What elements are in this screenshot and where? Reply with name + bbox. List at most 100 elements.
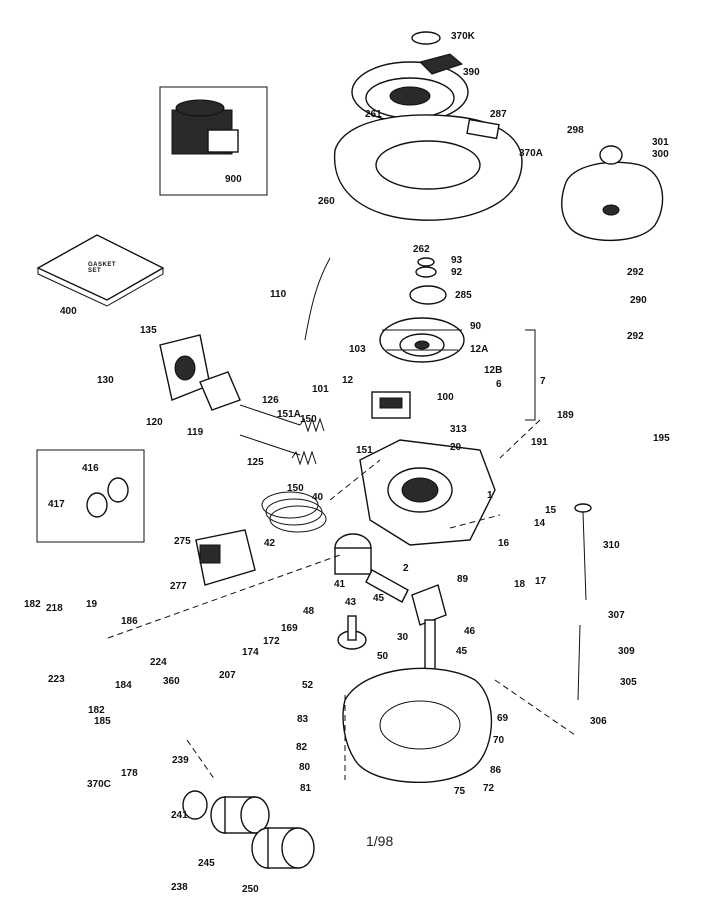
part-number-label: 360 bbox=[163, 676, 180, 687]
choke-link-part bbox=[304, 257, 331, 341]
part-number-label: 92 bbox=[451, 267, 463, 278]
air-filter-element-part bbox=[210, 796, 270, 834]
breather-parts bbox=[86, 477, 129, 518]
bracket-7 bbox=[525, 329, 536, 421]
part-number-label: 90 bbox=[470, 321, 482, 332]
part-number-label: 172 bbox=[263, 636, 280, 647]
part-number-label: 48 bbox=[303, 606, 315, 617]
engine-assembly-thumbnail bbox=[171, 99, 239, 155]
part-number-label: 12A bbox=[470, 344, 489, 355]
part-number-label: 189 bbox=[557, 410, 574, 421]
part-number-label: 46 bbox=[464, 626, 476, 637]
part-number-label: 285 bbox=[455, 290, 472, 301]
part-number-label: 185 bbox=[94, 716, 111, 727]
part-number-label: 30 bbox=[397, 632, 409, 643]
valve-spring-part bbox=[291, 417, 325, 466]
part-number-label: 307 bbox=[608, 610, 625, 621]
part-number-label: 400 bbox=[60, 306, 77, 317]
part-number-label: 15 bbox=[545, 505, 557, 516]
part-number-label: 19 bbox=[86, 599, 98, 610]
part-number-label: 292 bbox=[627, 331, 644, 342]
part-number-label: 12 bbox=[342, 375, 354, 386]
part-number-label: 218 bbox=[46, 603, 63, 614]
part-number-label: 12B bbox=[484, 365, 503, 376]
part-number-label: 287 bbox=[490, 109, 507, 120]
air-filter-cover-part bbox=[182, 790, 208, 820]
part-number-label: 2 bbox=[403, 563, 409, 574]
carburetor-part bbox=[159, 334, 211, 401]
part-number-label: 83 bbox=[297, 714, 309, 725]
part-number-label: 298 bbox=[567, 125, 584, 136]
part-number-label: 310 bbox=[603, 540, 620, 551]
part-number-label: 89 bbox=[457, 574, 469, 585]
part-number-label: 300 bbox=[652, 149, 669, 160]
part-number-label: 135 bbox=[140, 325, 157, 336]
part-number-label: 151A bbox=[277, 409, 301, 420]
flywheel-nut-part bbox=[417, 257, 435, 267]
part-number-label: 262 bbox=[413, 244, 430, 255]
part-number-label: 120 bbox=[146, 417, 163, 428]
part-number-label: 103 bbox=[349, 344, 366, 355]
ignition-coil-part bbox=[371, 391, 411, 419]
part-number-label: 150 bbox=[300, 414, 317, 425]
part-number-label: 45 bbox=[456, 646, 468, 657]
part-number-label: 301 bbox=[652, 137, 669, 148]
part-number-label: 275 bbox=[174, 536, 191, 547]
part-number-label: 207 bbox=[219, 670, 236, 681]
part-number-label: 126 bbox=[262, 395, 279, 406]
part-number-label: 306 bbox=[590, 716, 607, 727]
part-number-label: 277 bbox=[170, 581, 187, 592]
assembly-line bbox=[499, 419, 541, 459]
part-number-label: 309 bbox=[618, 646, 635, 657]
part-number-label: 260 bbox=[318, 196, 335, 207]
part-number-label: 150 bbox=[287, 483, 304, 494]
part-number-label: 18 bbox=[514, 579, 526, 590]
part-number-label: 900 bbox=[225, 174, 242, 185]
part-number-label: 16 bbox=[498, 538, 510, 549]
part-number-label: 20 bbox=[450, 442, 462, 453]
part-number-label: 130 bbox=[97, 375, 114, 386]
part-number-label: 416 bbox=[82, 463, 99, 474]
part-number-label: 101 bbox=[312, 384, 329, 395]
muffler-part bbox=[195, 529, 256, 586]
part-number-label: 182 bbox=[88, 705, 105, 716]
assembly-line bbox=[449, 514, 501, 529]
part-number-label: 223 bbox=[48, 674, 65, 685]
dipstick-part bbox=[574, 503, 592, 601]
part-number-label: 178 bbox=[121, 768, 138, 779]
part-number-label: 43 bbox=[345, 597, 357, 608]
part-number-label: 100 bbox=[437, 392, 454, 403]
part-number-label: 191 bbox=[531, 437, 548, 448]
part-number-label: 82 bbox=[296, 742, 308, 753]
part-number-label: 86 bbox=[490, 765, 502, 776]
part-number-label: 370A bbox=[519, 148, 543, 159]
connecting-rod-part bbox=[365, 569, 409, 603]
part-number-label: 93 bbox=[451, 255, 463, 266]
part-number-label: 182 bbox=[24, 599, 41, 610]
part-number-label: 45 bbox=[373, 593, 385, 604]
part-number-label: 239 bbox=[172, 755, 189, 766]
part-number-label: 14 bbox=[534, 518, 546, 529]
assembly-line bbox=[329, 459, 381, 501]
recoil-starter-part bbox=[351, 53, 469, 123]
blower-housing-part bbox=[333, 114, 523, 221]
part-number-label: 7 bbox=[540, 376, 546, 387]
part-number-label: 417 bbox=[48, 499, 65, 510]
part-number-label: 6 bbox=[496, 379, 502, 390]
part-number-label: 70 bbox=[493, 735, 505, 746]
gasket-set-part bbox=[36, 234, 165, 307]
part-number-label: 305 bbox=[620, 677, 637, 688]
air-filter-body-part bbox=[251, 827, 315, 869]
part-number-label: 250 bbox=[242, 884, 259, 895]
assembly-line bbox=[186, 739, 216, 781]
camshaft-part bbox=[337, 615, 367, 650]
revision-date: 1/98 bbox=[366, 833, 394, 849]
part-number-label: 261 bbox=[365, 109, 382, 120]
part-number-label: 238 bbox=[171, 882, 188, 893]
part-number-label: 81 bbox=[300, 783, 312, 794]
assembly-line bbox=[494, 679, 576, 736]
oil-fill-tube-part bbox=[577, 624, 581, 701]
part-number-label: 224 bbox=[150, 657, 167, 668]
part-number-label: 41 bbox=[334, 579, 346, 590]
